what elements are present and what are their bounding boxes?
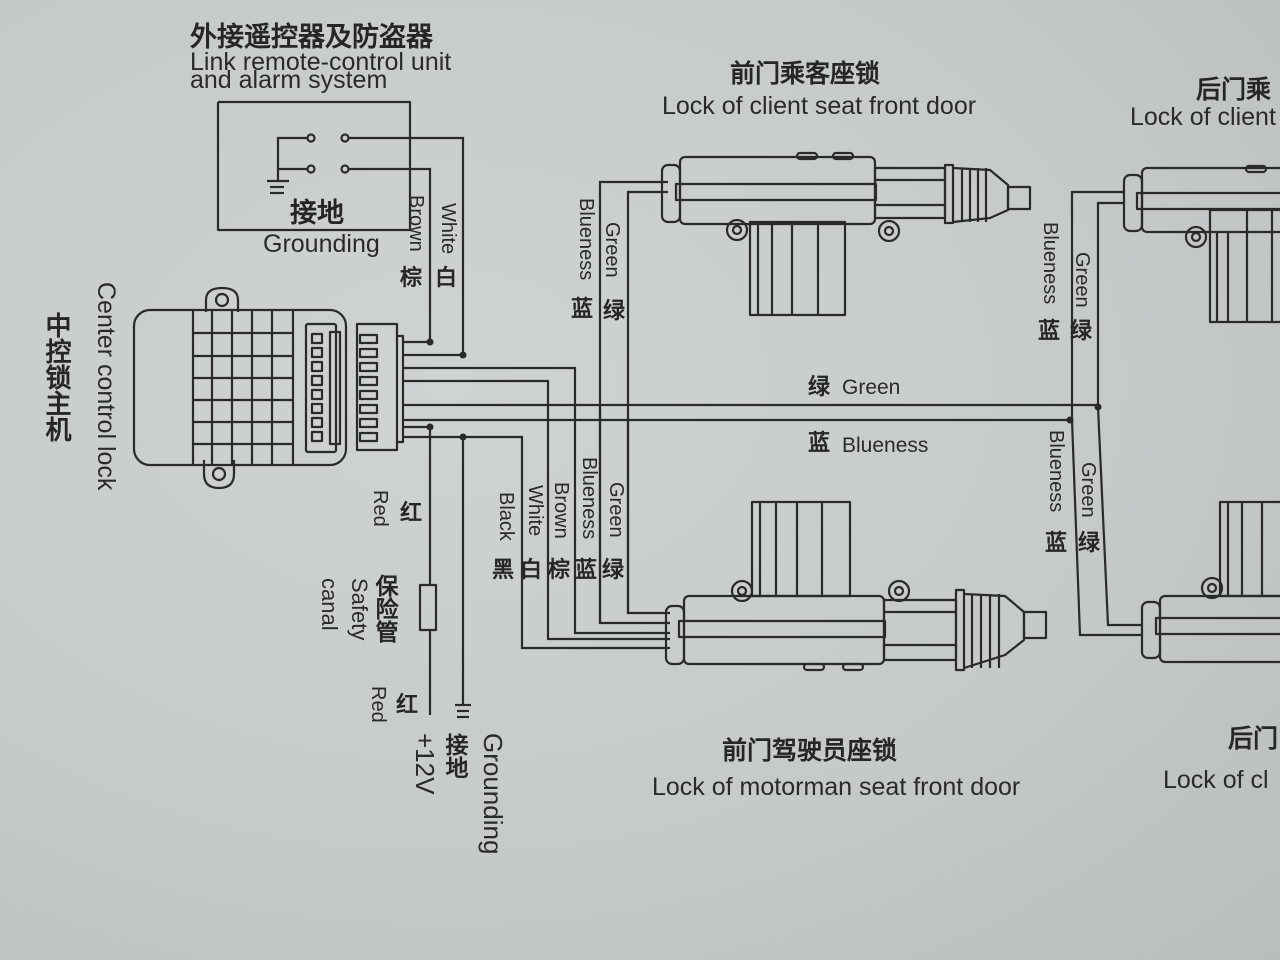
power-red-bottom-cn: 红 (396, 692, 418, 718)
center-lock-label-en: Center control lock (92, 282, 120, 491)
center-control-lock-unit (132, 286, 405, 490)
wire-label-white-cn: 白 (435, 265, 457, 291)
rt-wire-green-cn: 绿 (1070, 318, 1093, 344)
front-driver-title-en: Lock of motorman seat front door (652, 773, 1020, 801)
bus-blue-en: Blueness (842, 434, 928, 457)
wire-label-black-cn: 黑 (492, 558, 514, 583)
keypad-grid (191, 310, 295, 465)
contact-icon (340, 164, 350, 174)
wire-label-blueness-cn: 蓝 (575, 558, 597, 583)
rt-wire-green-en: Green (1071, 252, 1093, 308)
driver-wire-labels: Black 黑 White 白 Brown 棕 Blueness 蓝 Green… (492, 457, 627, 583)
contact-icon (306, 133, 316, 143)
mounting-ear-icon (202, 460, 236, 490)
front-driver-title-cn: 前门驾驶员座锁 (722, 736, 897, 765)
wire-label-white-en: White (524, 485, 546, 536)
wire-label-brown-en: Brown (550, 482, 572, 539)
fuse-label-en-2: canal (317, 578, 342, 631)
rear-bottom-title-cn: 后门 (1228, 724, 1278, 753)
wire-label-brown-en: Brown (405, 195, 427, 252)
remote-unit-box: 接地 Grounding Brown 棕 White 白 (216, 100, 465, 355)
rear-bottom-lock-actuator (1140, 500, 1280, 664)
wire-label-brown-cn: 棕 (548, 557, 570, 583)
rubber-boot-icon (943, 163, 1032, 225)
remote-unit-title: 外接遥控器及防盗器 Link remote-control unit and a… (190, 22, 451, 94)
wire-label-white-en: White (437, 203, 459, 254)
front-passenger-title-cn: 前门乘客座锁 (730, 59, 880, 88)
rear-top-lock-actuator (1122, 164, 1280, 324)
ground-symbol-icon (455, 703, 471, 719)
rb-wire-green-cn: 绿 (1078, 530, 1101, 556)
rb-wire-blueness-cn: 蓝 (1045, 531, 1067, 556)
ground-symbol-icon (267, 179, 289, 195)
bus-blue-cn: 蓝 (808, 431, 830, 456)
fp-wire-blueness-en: Blueness (575, 198, 597, 280)
front-passenger-lock-actuator (660, 151, 1032, 317)
rubber-boot-icon (954, 588, 1048, 672)
fuse-label-cn: 保险管 (371, 573, 400, 644)
power-red-top-en: Red (369, 490, 391, 527)
power-red-bottom-en: Red (367, 686, 389, 723)
plus-12v-label: +12V (410, 733, 440, 795)
ground-label-cn: 接地 (441, 733, 469, 779)
rb-wire-green-en: Green (1077, 462, 1099, 518)
wire-label-green-cn: 绿 (602, 557, 625, 583)
front-driver-lock-actuator (664, 500, 1048, 672)
front-passenger-title-en: Lock of client seat front door (662, 92, 976, 120)
rt-wire-blueness-en: Blueness (1039, 222, 1061, 304)
remote-ground-en: Grounding (263, 230, 380, 258)
harness-wires (403, 180, 1102, 719)
wire-label-green-en: Green (605, 482, 627, 538)
remote-unit-title-en-2: and alarm system (190, 66, 387, 94)
unit-socket (304, 322, 342, 454)
fp-wire-blueness-cn: 蓝 (571, 297, 593, 322)
rear-bottom-title-en: Lock of cl (1163, 766, 1269, 794)
harness-connector (355, 322, 405, 452)
bus-green-cn: 绿 (808, 374, 831, 400)
ground-label-en: Grounding (478, 733, 508, 854)
mounting-ear-icon (204, 286, 240, 312)
rear-top-title-cn: 后门乘 (1196, 75, 1271, 104)
wire-label-blueness-en: Blueness (578, 457, 600, 539)
contact-icon (340, 133, 350, 143)
wire-label-white-cn: 白 (520, 557, 542, 583)
fp-wire-green-cn: 绿 (603, 298, 626, 324)
power-red-top-cn: 红 (400, 500, 422, 526)
junction-node (459, 351, 467, 359)
bus-green-en: Green (842, 376, 900, 399)
remote-unit-title-cn: 外接遥控器及防盗器 (190, 22, 434, 53)
rear-wires (1070, 190, 1142, 637)
fp-wire-green-en: Green (601, 222, 623, 278)
rt-wire-blueness-cn: 蓝 (1038, 319, 1060, 344)
junction-node (426, 338, 434, 346)
center-lock-label-cn: 中控锁主机 (41, 312, 71, 443)
wire-label-black-en: Black (495, 492, 517, 542)
remote-ground-cn: 接地 (290, 198, 344, 229)
rb-wire-blueness-en: Blueness (1045, 430, 1067, 512)
wire-label-brown-cn: 棕 (400, 265, 422, 291)
rear-top-title-en: Lock of client (1130, 103, 1276, 131)
fuse-label-en-1: Safety (347, 578, 372, 640)
remote-unit-title-en-1: Link remote-control unit (190, 48, 451, 76)
contact-icon (306, 164, 316, 174)
fuse-icon (418, 583, 438, 632)
